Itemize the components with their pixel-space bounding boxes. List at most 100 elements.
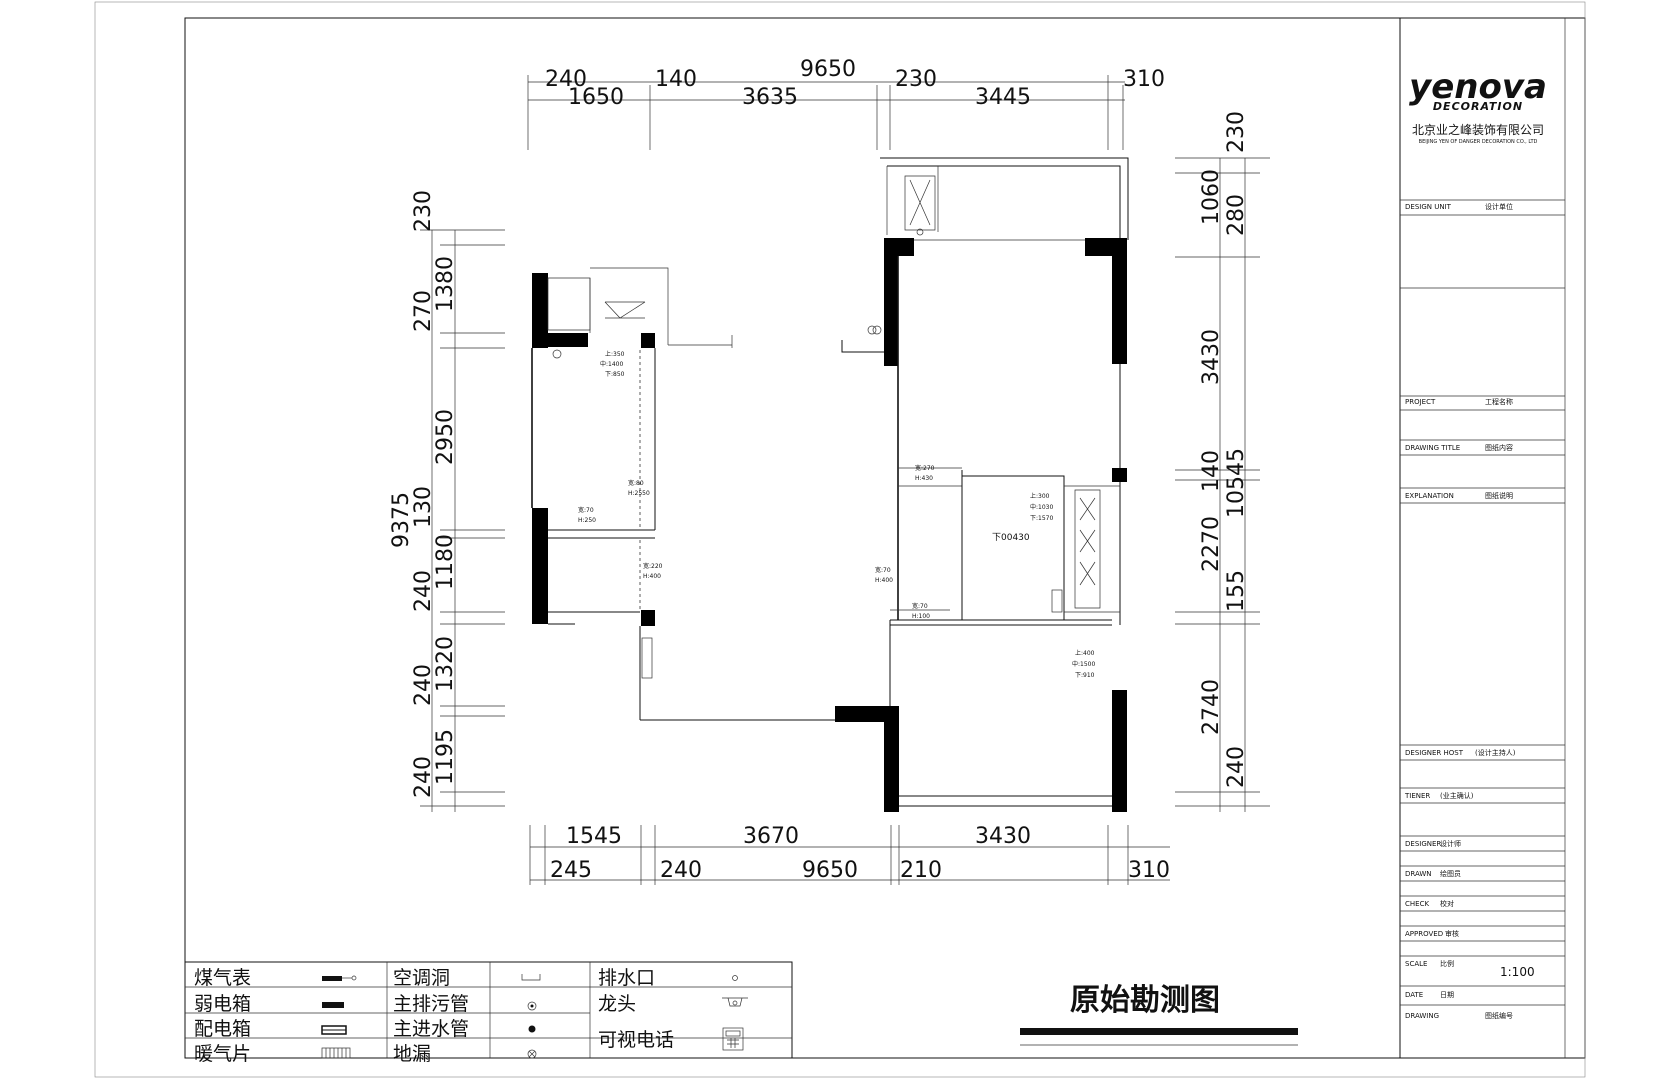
dim-bottom-inner-3: 3430 xyxy=(975,824,1031,849)
approved-label: APPROVED xyxy=(1405,930,1443,938)
dim-top-inner-1: 1650 xyxy=(568,85,624,110)
anno-4b: H:400 xyxy=(643,573,661,580)
anno-8a: 宽:70 xyxy=(875,566,891,574)
designer-host-value: (设计主持人) xyxy=(1475,748,1516,757)
company-name: 北京业之峰装饰有限公司 xyxy=(1412,123,1544,137)
dim-right-5: 140 xyxy=(1199,450,1224,492)
design-unit-value: 设计单位 xyxy=(1485,202,1513,211)
drawing-no-label: DRAWING xyxy=(1405,1012,1439,1020)
scale-label: SCALE xyxy=(1405,960,1427,968)
legend-label-4: 弱电箱 xyxy=(194,993,251,1015)
dim-left-4: 2950 xyxy=(433,409,458,465)
dim-bottom-inner-2: 3670 xyxy=(743,824,799,849)
title-block: yenova DECORATION 北京业之峰装饰有限公司 BEIJING YE… xyxy=(1399,18,1566,1058)
main-water-inlet-icon xyxy=(528,1025,536,1033)
designer-value: 设计师 xyxy=(1440,839,1461,848)
weak-current-box-icon xyxy=(322,1002,344,1008)
anno-10c: 下:910 xyxy=(1075,672,1095,679)
dim-left-1: 230 xyxy=(411,190,436,232)
drawing-title-text: 原始勘测图 xyxy=(1070,983,1220,1018)
designer-label: DESIGNER xyxy=(1405,840,1441,848)
dim-right-4: 3430 xyxy=(1199,329,1224,385)
dim-bottom-5: 310 xyxy=(1128,858,1170,883)
legend-label-5: 主排污管 xyxy=(393,993,469,1015)
main-sewage-pipe-icon xyxy=(527,1001,537,1011)
drawing-no-value: 图纸编号 xyxy=(1485,1011,1513,1020)
anno-10b: 中:1500 xyxy=(1072,660,1095,668)
dim-left-8: 1320 xyxy=(433,636,458,692)
dim-left-3: 1380 xyxy=(433,256,458,312)
gas-meter-icon xyxy=(322,975,357,981)
check-label: CHECK xyxy=(1405,900,1429,908)
dim-right-2: 1060 xyxy=(1199,169,1224,225)
dim-right-9: 240 xyxy=(1224,746,1249,788)
dim-right-3: 280 xyxy=(1224,194,1249,236)
dim-right-total: 10545 xyxy=(1224,448,1249,518)
bottom-dimensions: 1545 3670 3430 245 240 9650 210 310 xyxy=(529,824,1170,885)
dim-bottom-1: 245 xyxy=(550,858,592,883)
company-logo-sub: DECORATION xyxy=(1433,100,1523,113)
dim-top-2: 140 xyxy=(655,67,697,92)
dim-left-7: 240 xyxy=(411,570,436,612)
dim-right-1: 230 xyxy=(1224,111,1249,153)
legend-label-8: 主进水管 xyxy=(393,1018,469,1040)
legend-label-2: 空调洞 xyxy=(393,967,450,989)
outer-frame xyxy=(94,1,1586,1078)
anno-7: 下00430 xyxy=(992,533,1030,543)
check-value: 校对 xyxy=(1440,899,1454,908)
project-label: PROJECT xyxy=(1405,398,1436,406)
company-logo: yenova xyxy=(1409,67,1547,107)
anno-5b: H:430 xyxy=(915,475,933,482)
project-value: 工程名称 xyxy=(1485,397,1513,406)
drawn-label: DRAWN xyxy=(1405,870,1432,878)
anno-9b: H:100 xyxy=(912,613,930,620)
designer-host-label: DESIGNER HOST xyxy=(1405,749,1464,757)
approved-value: 审核 xyxy=(1445,929,1459,938)
distribution-box-icon xyxy=(321,1025,347,1035)
ac-hole-icon xyxy=(521,974,541,981)
anno-1a: 上:350 xyxy=(605,350,625,358)
drawing-title-value: 图纸内容 xyxy=(1485,443,1513,452)
anno-9a: 宽:70 xyxy=(912,602,928,610)
legend-label-7: 配电箱 xyxy=(194,1018,251,1040)
anno-1c: 下:850 xyxy=(605,371,625,378)
faucet-icon xyxy=(722,997,748,1007)
anno-3a: 宽:70 xyxy=(578,506,594,514)
date-label: DATE xyxy=(1405,991,1423,999)
legend-label-3: 排水口 xyxy=(598,967,655,989)
legend-label-9: 可视电话 xyxy=(598,1029,674,1051)
floor-plan xyxy=(531,157,1129,812)
dim-bottom-3: 9650 xyxy=(802,858,858,883)
left-dimensions: 9375 230 270 1380 2950 130 1180 240 1320… xyxy=(389,190,505,812)
anno-6b: 中:1030 xyxy=(1030,503,1053,511)
drawing-title: 原始勘测图 xyxy=(1020,983,1298,1046)
dim-bottom-2: 240 xyxy=(660,858,702,883)
anno-10a: 上:400 xyxy=(1075,649,1095,657)
legend-label-11: 地漏 xyxy=(393,1043,431,1065)
legend-label-1: 煤气表 xyxy=(194,967,251,989)
anno-1b: 中:1400 xyxy=(600,360,623,368)
dim-left-11: 240 xyxy=(411,756,436,798)
legend-label-6: 龙头 xyxy=(598,993,636,1015)
design-unit-label: DESIGN UNIT xyxy=(1405,203,1452,211)
explanation-label: EXPLANATION xyxy=(1405,492,1454,500)
date-value: 日期 xyxy=(1440,991,1454,999)
dim-left-10: 1195 xyxy=(433,729,458,785)
owner-value: (业主确认) xyxy=(1440,791,1474,800)
annotations: 上:350 中:1400 下:850 宽:80 H:2550 宽:70 H:25… xyxy=(578,350,1095,679)
anno-2a: 宽:80 xyxy=(628,479,644,487)
anno-8b: H:400 xyxy=(875,577,893,584)
drain-outlet-icon xyxy=(732,975,738,981)
dim-left-9: 240 xyxy=(411,664,436,706)
legend: 煤气表 空调洞 排水口 弱电箱 主排污管 龙头 配电箱 主进水管 可视电话 暖气… xyxy=(184,961,793,1065)
video-phone-icon xyxy=(722,1027,744,1051)
top-dimensions: 240 140 9650 230 310 1650 3635 3445 xyxy=(527,57,1165,150)
dim-bottom-4: 210 xyxy=(900,858,942,883)
legend-label-10: 暖气片 xyxy=(194,1043,251,1065)
dim-top-4: 230 xyxy=(895,67,937,92)
company-name-en: BEIJING YEN OF DANGER DECORATION CO., LT… xyxy=(1419,139,1538,145)
dim-bottom-inner-1: 1545 xyxy=(566,824,622,849)
dim-top-3: 9650 xyxy=(800,57,856,82)
dim-left-6: 1180 xyxy=(433,534,458,590)
